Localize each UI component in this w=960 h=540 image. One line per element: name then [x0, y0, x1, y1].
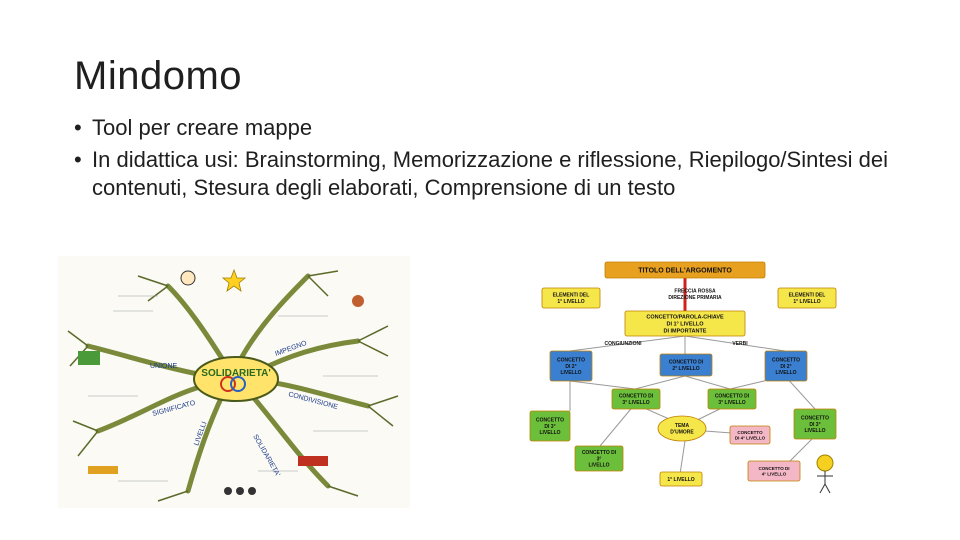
concept-map-node: 1° LIVELLO [667, 477, 694, 483]
slide-title: Mindomo [74, 54, 243, 98]
concept-map-node-box [657, 415, 707, 442]
character-icon [816, 454, 834, 494]
doodle-icon [224, 487, 232, 495]
doodle-icon [88, 466, 118, 474]
concept-map-node-box [747, 460, 801, 482]
concept-map-node-box [659, 471, 703, 487]
concept-map-node-box [541, 287, 601, 309]
bullet-dot-icon: • [74, 147, 82, 172]
concept-map-node-box [777, 287, 837, 309]
concept-map-node-box [659, 353, 713, 377]
bullet-dot-icon: • [74, 115, 82, 140]
concept-map-node-box [764, 350, 808, 382]
doodle-icon [352, 295, 364, 307]
mindmap-branch-label: UNIONE [150, 363, 178, 370]
concept-map-node-box [574, 445, 624, 472]
doodle-icon [298, 456, 328, 466]
bullet-item: •In didattica usi: Brainstorming, Memori… [74, 147, 889, 200]
concept-map-node-box [707, 388, 757, 410]
concept-map-node-box [529, 410, 571, 442]
concept-map-node-box [624, 310, 746, 337]
mindmap-center-label: SOLIDARIETA' [201, 368, 270, 379]
concept-map-title: TITOLO DELL'ARGOMENTO [638, 267, 732, 274]
face-icon [180, 270, 196, 286]
mindmap-image: SOLIDARIETA' IMPEGNO SIGNIFICATO LIVELLI… [58, 256, 410, 508]
concept-map-label: CONGIUNZIONI [605, 341, 643, 347]
concept-map-node-box [611, 388, 661, 410]
star-icon [221, 268, 247, 292]
bullet-list: •Tool per creare mappe •In didattica usi… [74, 114, 914, 206]
concept-map-node-box [729, 425, 771, 445]
concept-map-title-box [604, 261, 766, 279]
concept-map-node-box [793, 408, 837, 440]
concept-map-node-box [549, 350, 593, 382]
bullet-item: •Tool per creare mappe [74, 115, 313, 140]
concept-map-label: VERBI [732, 341, 748, 347]
tree-icon [78, 351, 100, 365]
